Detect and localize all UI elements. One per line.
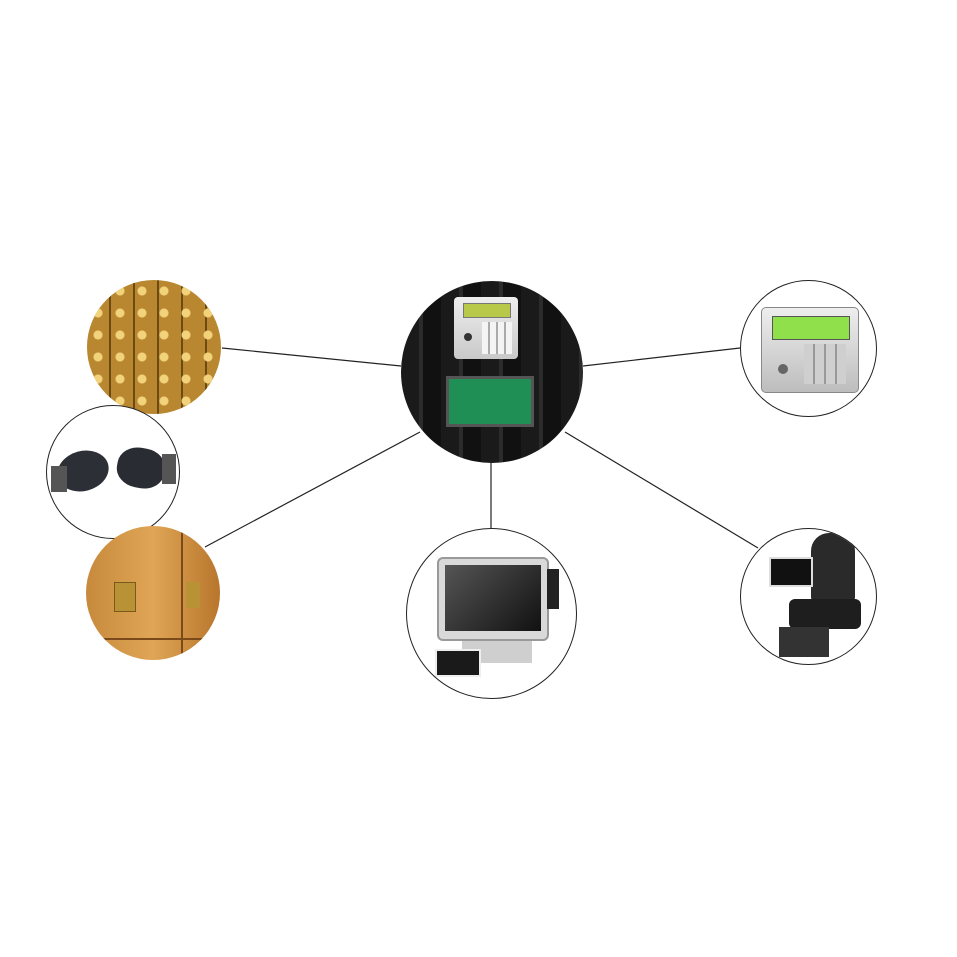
link-keypad (582, 347, 741, 367)
link-massage-chair (564, 431, 759, 549)
wristband-key-icon (46, 405, 180, 539)
safe-deposit-locker-keys-icon (87, 280, 221, 414)
access-control-terminal-and-circuit-board-icon (454, 297, 518, 359)
massage-chair-icon (740, 528, 877, 665)
link-lockers (221, 347, 402, 367)
pos-terminal-icon (406, 528, 577, 699)
wooden-locker-icon (86, 526, 220, 660)
keypad-lcd-terminal-icon (740, 280, 877, 417)
hub-node (401, 281, 583, 463)
link-wooden-locker (204, 431, 421, 548)
